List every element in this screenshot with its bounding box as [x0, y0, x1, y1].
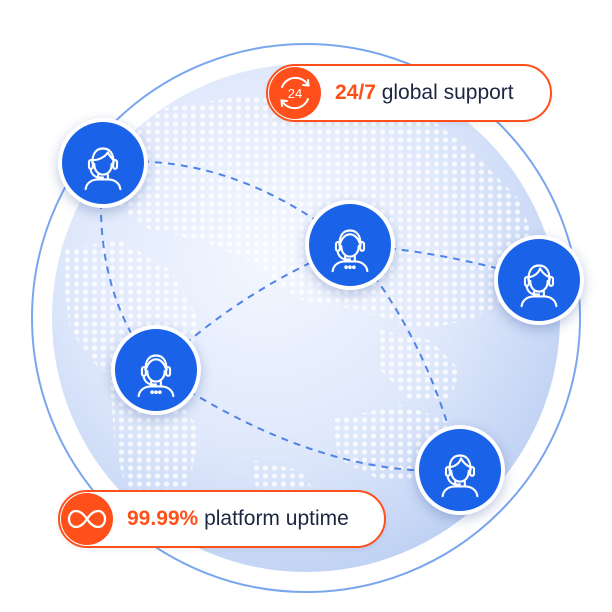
headset-agent-icon	[331, 229, 369, 273]
support-badge: 24 24/7 global support	[266, 64, 552, 122]
uptime-badge: 99.99% platform uptime	[58, 490, 386, 548]
support-agent-3	[494, 235, 584, 325]
support-highlight: 24/7	[335, 81, 376, 104]
support-agent-5	[415, 425, 505, 515]
uptime-text: platform uptime	[198, 507, 349, 530]
support-badge-label: 24/7 global support	[335, 81, 514, 105]
svg-text:24: 24	[288, 86, 302, 101]
support-agent-2	[305, 200, 395, 290]
infinity-icon	[61, 493, 113, 545]
support-agent-4	[111, 325, 201, 415]
headset-agent-icon	[137, 354, 175, 398]
headset-agent-icon	[520, 264, 558, 308]
support-text: global support	[375, 81, 514, 104]
uptime-badge-label: 99.99% platform uptime	[127, 507, 349, 531]
globe-outer-ring	[31, 43, 581, 593]
clock-24-icon: 24	[269, 67, 321, 119]
support-agent-1	[58, 118, 148, 208]
headset-agent-icon	[84, 147, 122, 191]
uptime-highlight: 99.99%	[127, 507, 199, 530]
headset-agent-icon	[441, 454, 479, 498]
